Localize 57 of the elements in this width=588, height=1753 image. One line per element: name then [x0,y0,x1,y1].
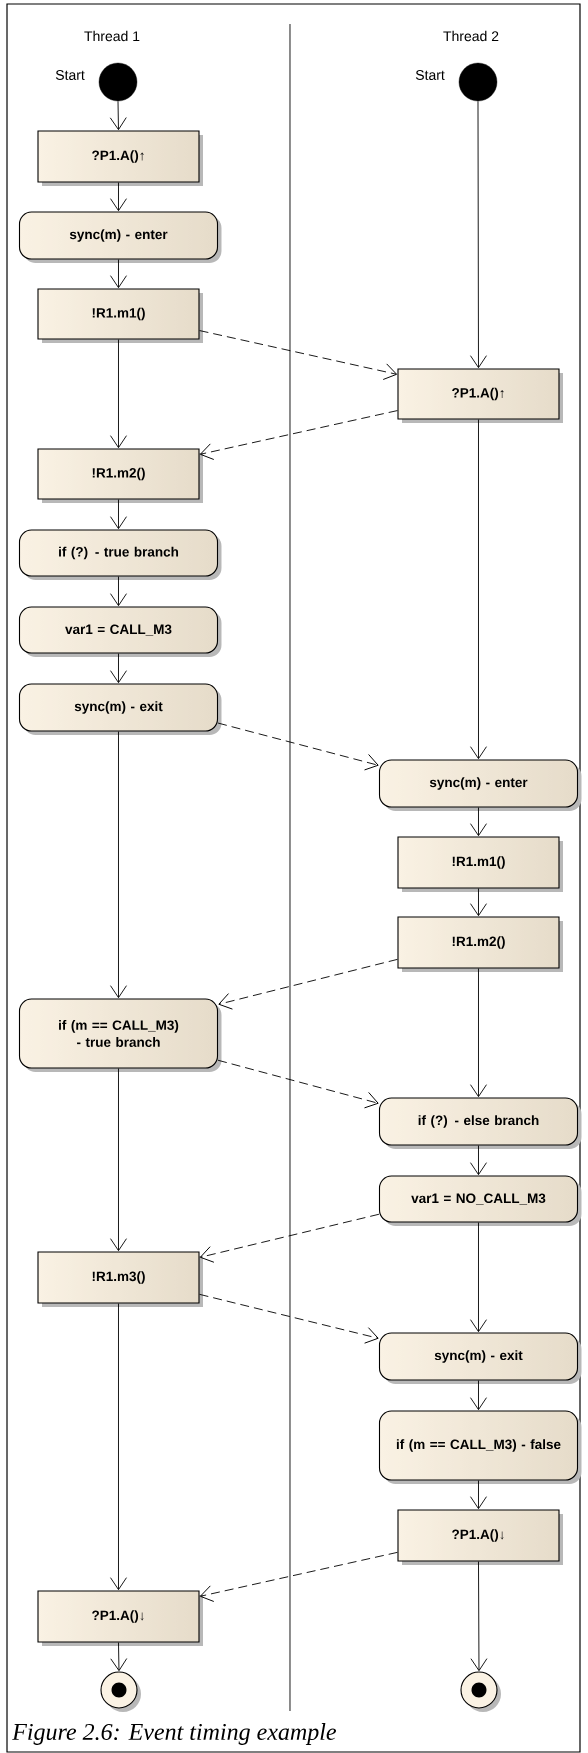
action-box: ?P1.A()↓ [397,1509,563,1565]
arrow [470,100,487,369]
action-box: ?P1.A()↓ [37,1590,203,1646]
arrow [110,259,127,289]
arrow [110,576,127,607]
arrow [110,731,127,999]
arrow [217,1059,379,1109]
activity-box: if (m == CALL_M3) - true branch [18,998,222,1072]
action-box: !R1.m3() [37,1251,203,1307]
arrow [199,410,398,460]
arrow [110,499,127,530]
arrow [470,1480,487,1510]
action-box: !R1.m2() [397,916,563,972]
activity-box: sync(m) - exit [378,1332,582,1384]
arrow [470,888,487,917]
start-circle [458,62,498,102]
arrow [199,1551,398,1602]
arrow [110,339,127,449]
arrow [110,1068,127,1252]
action-box: ?P1.A()↑ [37,130,203,186]
arrow [110,182,127,212]
arrow [217,722,379,771]
activity-box: var1 = NO_CALL_M3 [378,1175,582,1226]
activity-box: sync(m) - enter [18,211,222,263]
activity-box: if (?) - true branch [18,529,222,580]
arrow [199,1213,380,1263]
arrow [470,1145,487,1176]
arrow [470,807,487,837]
arrow [110,653,127,684]
arrow [199,1293,379,1344]
action-box: !R1.m1() [397,836,563,892]
activity-box: sync(m) - exit [18,683,222,735]
action-box: !R1.m2() [37,448,203,503]
arrow [110,1642,128,1672]
activity-box: sync(m) - enter [378,759,582,811]
action-box: ?P1.A()↑ [397,368,563,423]
arrow [110,1303,127,1591]
start-label: Start [415,70,445,80]
activity-box: var1 = CALL_M3 [18,606,222,657]
lane-title: Thread 1 [84,30,140,42]
figure-caption: Figure 2.6: Event timing example [12,1723,337,1745]
lane-title: Thread 2 [443,30,499,42]
end-circle [100,1671,141,1712]
action-box: !R1.m1() [37,288,203,343]
activity-box: if (?) - else branch [378,1097,582,1149]
start-circle [98,62,138,102]
arrow [218,958,398,1010]
arrow [199,330,398,380]
arrow [470,419,487,760]
end-circle [460,1671,501,1712]
arrow [470,1380,487,1411]
arrow [109,100,127,131]
arrow [470,1222,487,1333]
activity-box: if (m == CALL_M3) - false [378,1410,582,1484]
start-label: Start [55,70,85,80]
arrow [470,968,487,1098]
arrow [470,1561,488,1672]
